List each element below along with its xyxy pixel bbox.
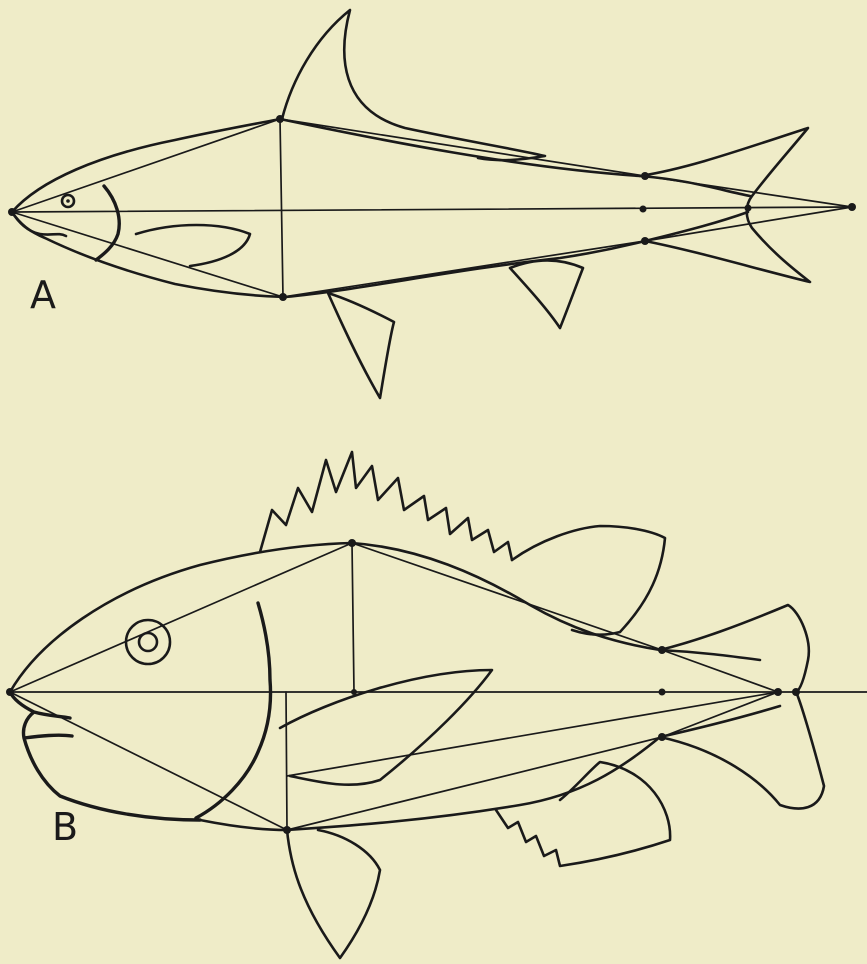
fish-b-eye-inner bbox=[139, 633, 157, 651]
fish-b-spiny-dorsal-fin bbox=[260, 452, 512, 560]
fish-b-back-outline bbox=[10, 543, 760, 692]
fish-a-gill-cover bbox=[96, 186, 119, 260]
fish-b-node-peduncle-upper bbox=[658, 646, 666, 654]
fish-a-pelvic-fin bbox=[328, 293, 394, 398]
fish-b-pelvic-fin bbox=[287, 830, 380, 958]
fish-a-anal-fin bbox=[510, 261, 583, 329]
fish-a-dorsal-fin bbox=[282, 10, 545, 160]
fish-b-line-pectoral-diagonal bbox=[287, 692, 778, 776]
fish-b-node-pelvic bbox=[283, 826, 291, 834]
panel-a: A bbox=[8, 10, 856, 398]
fish-b-vertical-line-lower bbox=[286, 692, 287, 830]
fish-a-node-caudal-fork bbox=[745, 205, 752, 212]
fish-b-pectoral-fin bbox=[280, 670, 492, 785]
fish-b-jaws bbox=[10, 692, 200, 820]
fish-b-node-tail-base bbox=[774, 688, 782, 696]
fish-a-pectoral-fin bbox=[136, 225, 250, 266]
fish-a-pupil bbox=[66, 199, 70, 203]
fish-b-vertical-line bbox=[352, 543, 354, 692]
fish-a-node-snout bbox=[8, 208, 16, 216]
fish-b-node-snout bbox=[6, 688, 14, 696]
fish-a-axis-line bbox=[12, 207, 852, 212]
panel-b: B bbox=[6, 452, 867, 958]
fish-b-line-snout-dorsal bbox=[10, 543, 352, 692]
fish-b-line-dorsal-peduncle bbox=[352, 543, 662, 650]
fish-b-eye-outer bbox=[126, 620, 170, 664]
fish-a-node-pelvic bbox=[279, 293, 287, 301]
panel-a-label: A bbox=[30, 273, 56, 317]
fish-b-anal-fin bbox=[496, 762, 670, 866]
fish-a-node-tail-tip bbox=[848, 203, 856, 211]
panel-b-label: B bbox=[52, 805, 78, 849]
fish-b-node-tail-fork bbox=[792, 688, 800, 696]
fish-a-line-pelvic-peduncle bbox=[283, 241, 645, 297]
fish-a-node-peduncle-upper bbox=[641, 172, 649, 180]
fish-b-node-peduncle-mid bbox=[659, 689, 666, 696]
fish-b-gill-cover bbox=[196, 603, 271, 818]
fish-a-node-dorsal bbox=[276, 115, 284, 123]
fish-a-mouth bbox=[12, 212, 66, 236]
fish-a-line-snout-dorsal bbox=[12, 119, 280, 212]
fish-a-node-peduncle-mid bbox=[640, 206, 647, 213]
fish-b-node-axis-mid bbox=[351, 689, 357, 695]
fish-b-line-peduncle-tip-lower bbox=[662, 692, 778, 737]
fish-b-node-dorsal bbox=[348, 539, 356, 547]
fish-a-line-dorsal-peduncle bbox=[280, 119, 645, 176]
fish-a-guide-lines bbox=[12, 119, 852, 297]
fish-a-caudal-fin bbox=[640, 128, 810, 282]
fish-a-vertical-line bbox=[280, 119, 283, 297]
fish-b-soft-dorsal-fin bbox=[512, 526, 665, 635]
fish-a-node-peduncle-lower bbox=[641, 237, 649, 245]
fish-b-node-peduncle-lower bbox=[658, 733, 666, 741]
